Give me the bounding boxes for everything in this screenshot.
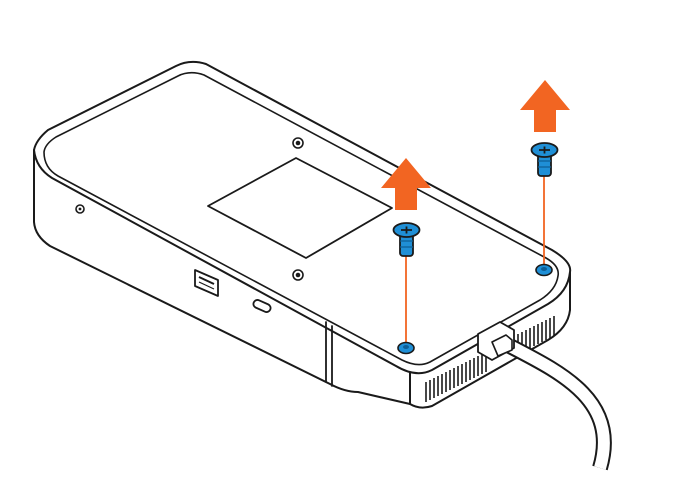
usb-c-port-icon: [252, 299, 272, 313]
top-screw-upper: [292, 137, 304, 149]
top-screw-lower: [292, 269, 304, 281]
top-square-pad: [207, 157, 393, 259]
lock-slot-icon: [75, 204, 85, 214]
screw-hole-left: [397, 341, 415, 355]
screw-icon: [392, 222, 421, 257]
cable-icon: [477, 321, 612, 471]
usb-port-icon: [194, 269, 219, 297]
screw-icon: [530, 142, 559, 177]
dock-top-bevel: [43, 71, 560, 366]
up-arrow-icon: [381, 158, 431, 210]
up-arrow-icon: [520, 80, 570, 132]
screw-hole-right: [535, 263, 553, 277]
